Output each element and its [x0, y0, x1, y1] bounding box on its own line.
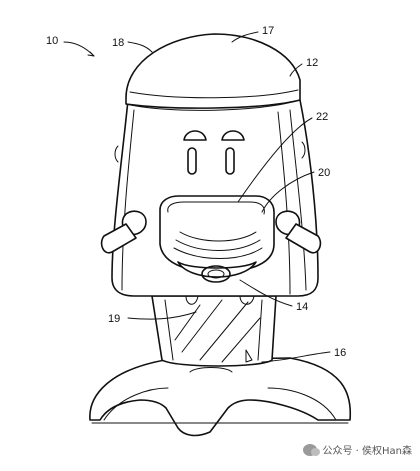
neck-column — [151, 295, 277, 373]
right-arm — [275, 210, 322, 254]
mouth-panel — [159, 195, 275, 283]
ref-18: 18 — [112, 37, 124, 49]
ref-12: 12 — [306, 57, 318, 69]
ref-17: 17 — [262, 25, 274, 37]
watermark-text: 公众号 · 侯权Han森 — [322, 446, 412, 457]
left-arm — [100, 210, 147, 254]
ref-16: 16 — [334, 347, 346, 359]
ref-10: 10 — [46, 35, 58, 47]
top-cap — [125, 33, 301, 111]
wechat-icon — [303, 443, 321, 456]
leader-lines — [63, 31, 331, 363]
ref-14: 14 — [296, 301, 308, 313]
ref-22: 22 — [316, 111, 328, 123]
ref-20: 20 — [318, 167, 330, 179]
base-stand — [89, 357, 352, 437]
face-eyes — [183, 130, 245, 175]
watermark: 公众号 · 侯权Han森 — [303, 442, 412, 457]
ref-19: 19 — [108, 313, 120, 325]
